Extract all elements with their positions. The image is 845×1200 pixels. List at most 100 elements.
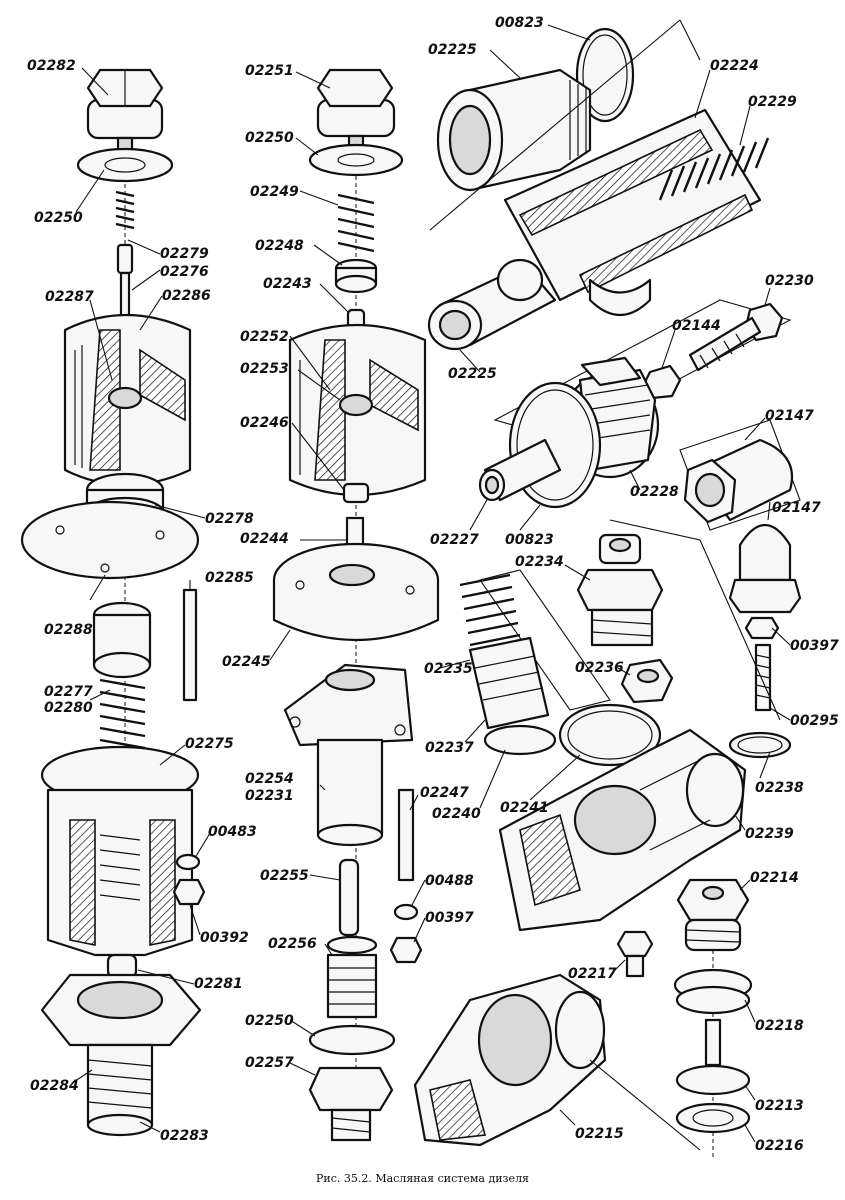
part-02214-fitting [676,878,750,952]
part-02250-washer-low [308,1024,396,1056]
label-02279: 02279 [160,246,209,262]
part-02240-ring [483,724,557,756]
label-00823-top: 00823 [495,15,544,31]
label-02147-low: 02147 [772,500,821,516]
figure-caption: Рис. 35.2. Масляная система дизеля [315,1172,529,1185]
bottom-right-assembly [413,878,753,1160]
part-00488-washer [393,903,419,921]
label-00397-mid: 00397 [425,910,474,926]
part-02235-spring [459,573,521,647]
part-02250-washer [76,147,174,183]
label-02278: 02278 [205,511,254,527]
label-02239: 02239 [745,826,794,842]
part-02224-housing [427,108,762,351]
label-02218: 02218 [755,1018,804,1034]
part-02275-housing [40,745,200,957]
label-02276: 02276 [160,264,209,280]
label-02245: 02245 [222,654,271,670]
part-02239-tee-body [498,728,747,932]
label-02230: 02230 [765,273,814,289]
part-00397-nut [389,936,423,964]
part-02248-cup [334,258,378,294]
upper-right-assembly [427,19,770,351]
label-02277: 02277 [44,684,93,700]
label-02214: 02214 [750,870,799,886]
part-02216-washer [675,1102,751,1134]
label-02237: 02237 [425,740,474,756]
label-02241: 02241 [500,800,549,816]
label-02249: 02249 [250,184,299,200]
part-02282-plug [86,68,164,162]
part-02287-valve-body [63,313,192,487]
label-02288: 02288 [44,622,93,638]
label-02144: 02144 [672,318,721,334]
label-02231: 02231 [245,788,294,804]
right-cap-assembly [679,419,802,759]
label-02229: 02229 [748,94,797,110]
label-00295: 00295 [790,713,839,729]
part-02279-spring [115,190,135,230]
part-02227-nozzle [478,438,562,502]
label-02281: 02281 [194,976,243,992]
label-02284: 02284 [30,1078,79,1094]
part-02213-disc [675,1064,751,1096]
center-right-valve [478,299,792,509]
label-02282: 02282 [27,58,76,74]
part-02213-pin [704,1018,722,1067]
exploded-assembly-drawing: 02282 02250 02279 02276 02287 02286 0227… [20,15,839,1160]
label-02235: 02235 [424,661,473,677]
left-valve-assembly [20,68,206,1137]
label-02250-mid-top: 02250 [245,130,294,146]
part-02276-needle [116,243,134,330]
label-02227: 02227 [430,532,479,548]
part-02251-plug [316,68,396,158]
label-02243: 02243 [263,276,312,292]
part-02249-spring [337,193,375,253]
label-00823-mid: 00823 [505,532,554,548]
part-02250-washer-mid [308,143,404,177]
part-00392-nut [172,878,206,906]
label-00397-right: 00397 [790,638,839,654]
part-02277-cylinder [92,601,152,679]
label-02234: 02234 [515,554,564,570]
part-02237-sleeve [468,636,550,730]
label-02286: 02286 [162,288,211,304]
leader-lines [71,24,791,1143]
part-02285-stud [182,588,198,702]
part-02236-nut [620,658,674,704]
label-02280: 02280 [44,700,93,716]
part-02245-disc [272,542,440,642]
label-02244: 02244 [240,531,289,547]
label-02248: 02248 [255,238,304,254]
part-02252-valve-body [288,323,427,497]
label-02228: 02228 [630,484,679,500]
label-02238: 02238 [755,780,804,796]
label-02216: 02216 [755,1138,804,1154]
label-02224: 02224 [710,58,759,74]
part-02229-spring [658,137,770,201]
part-02225-union [436,68,592,192]
part-02147-cap-low [728,524,802,614]
label-02254: 02254 [245,771,294,787]
label-02256: 02256 [268,936,317,952]
part-02281-plunger [106,953,138,979]
part-02255-rod [338,858,360,937]
part-number-labels: 02282 02250 02279 02276 02287 02286 0227… [27,15,839,1154]
label-02285: 02285 [205,570,254,586]
part-02147-cap-top [683,438,794,524]
part-02288-flange-plate [20,500,200,580]
label-00488: 00488 [425,873,474,889]
label-02251: 02251 [245,63,294,79]
label-00392: 00392 [200,930,249,946]
label-02250-mid-low: 02250 [245,1013,294,1029]
part-02241-ring [558,703,662,767]
label-02252: 02252 [240,329,289,345]
tee-assembly [459,519,781,932]
part-02257-plug [308,1066,394,1142]
part-02247-stud [397,788,415,882]
part-02256-piston [326,935,378,1019]
part-02284-union-nut [40,973,202,1137]
label-02240: 02240 [432,806,481,822]
label-02147-top: 02147 [765,408,814,424]
